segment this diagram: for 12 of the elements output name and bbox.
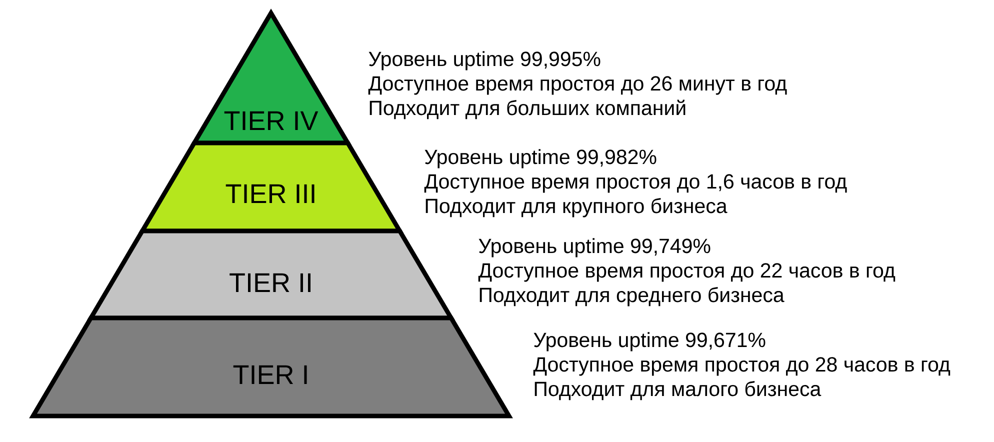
tier-description: Доступное время простоя до 28 часов в год — [533, 357, 950, 376]
tier-description: Уровень uptime 99,671% — [534, 332, 766, 352]
tier-description: Уровень uptime 99,995% — [368, 51, 600, 70]
tier-description: Доступное время простоя до 1,6 часов в год — [424, 174, 847, 193]
tier-description: Уровень uptime 99,982% — [424, 149, 656, 168]
tier-description: Подходит для крупного бизнеса — [426, 198, 728, 218]
tier-description: Подходит для среднего бизнеса — [480, 286, 784, 306]
tier-description: Подходит для больших компаний — [370, 100, 686, 120]
tier-description: Подходит для малого бизнеса — [534, 380, 822, 400]
tier-description: Доступное время простоя до 26 минут в год — [368, 76, 787, 95]
tier-description: Уровень uptime 99,749% — [478, 238, 710, 258]
tier-description: Доступное время простоя до 22 часов в год — [478, 263, 896, 282]
